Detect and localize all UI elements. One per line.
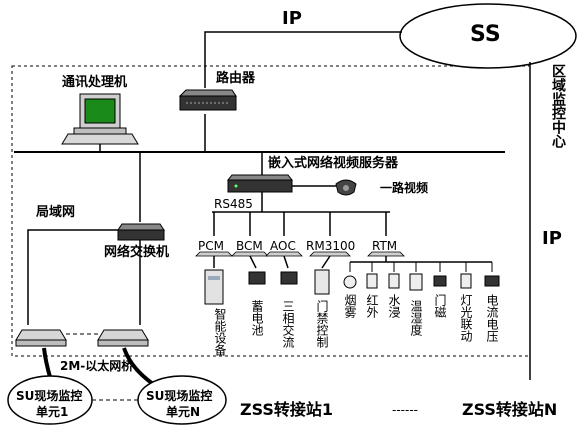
zss-1-label: ZSS转接站1 [240,400,334,419]
ip-right-label: IP [542,228,562,249]
camera-icon [335,179,357,196]
zss-n-label: ZSS转接站N [462,400,558,419]
device-icons [204,269,500,305]
device-battery: 蓄电池 [250,300,264,336]
computer-icon [61,93,139,145]
router-icon [178,89,237,111]
network-switch-label: 网络交换机 [104,245,170,260]
su-unit-1 [7,375,93,425]
module-aoc: AOC [270,239,296,253]
module-pcm: PCM [198,239,224,253]
infrared-icon [366,273,378,289]
ss-ellipse [399,3,577,69]
ip-link-line [204,31,402,88]
lan-label: 局域网 [36,205,76,220]
device-three-phase: 三相交流 [281,300,295,348]
water-icon [388,273,400,289]
network-switch-icon [117,223,165,241]
current-voltage-icon [484,275,500,287]
three-phase-icon [280,271,298,285]
device-door-magnet: 门磁 [433,294,447,318]
device-humidity: 温湿度 [409,300,423,336]
video-server-label: 嵌入式网络视频服务器 [268,156,399,171]
device-access-control: 门禁控制 [315,300,329,348]
bridge-label: 2M-以太网桥 [60,359,134,373]
rs485-label: RS485 [214,197,253,211]
router-label: 路由器 [216,71,256,86]
humidity-icon [409,273,423,291]
one-channel-video-label: 一路视频 [380,181,429,195]
sun-line2: 单元N [166,405,201,419]
smart-device-icon [204,269,224,305]
device-light-linkage: 灯光联动 [459,294,473,342]
ip-top-label: IP [282,8,302,29]
device-infrared: 红外 [365,294,379,318]
bridge-2-icon [97,329,149,347]
module-bcm: BCM [236,239,263,253]
zss-dash: ------ [392,403,418,417]
device-smoke: 烟雾 [343,294,357,318]
module-boxes [195,251,405,257]
su1-line2: 单元1 [36,405,69,419]
sun-line1: SU现场监控 [146,389,213,403]
bridge-1-icon [15,329,67,347]
device-current-voltage: 电流电压 [485,294,499,342]
battery-icon [248,271,266,285]
su-unit-n [137,375,227,425]
ss-label: SS [470,22,501,47]
device-water: 水浸 [387,294,401,318]
smoke-icon [343,275,357,289]
module-rm3100: RM3100 [306,239,356,253]
region-center-label: 区域监控中心 [550,64,566,148]
su1-line1: SU现场监控 [16,389,83,403]
door-magnet-icon [433,275,447,287]
device-smart: 智能设备 [213,308,227,356]
video-server-icon [226,174,294,193]
comm-processor-label: 通讯处理机 [62,75,128,90]
light-icon [460,273,472,289]
access-control-icon [314,269,330,295]
module-rtm: RTM [372,239,398,253]
